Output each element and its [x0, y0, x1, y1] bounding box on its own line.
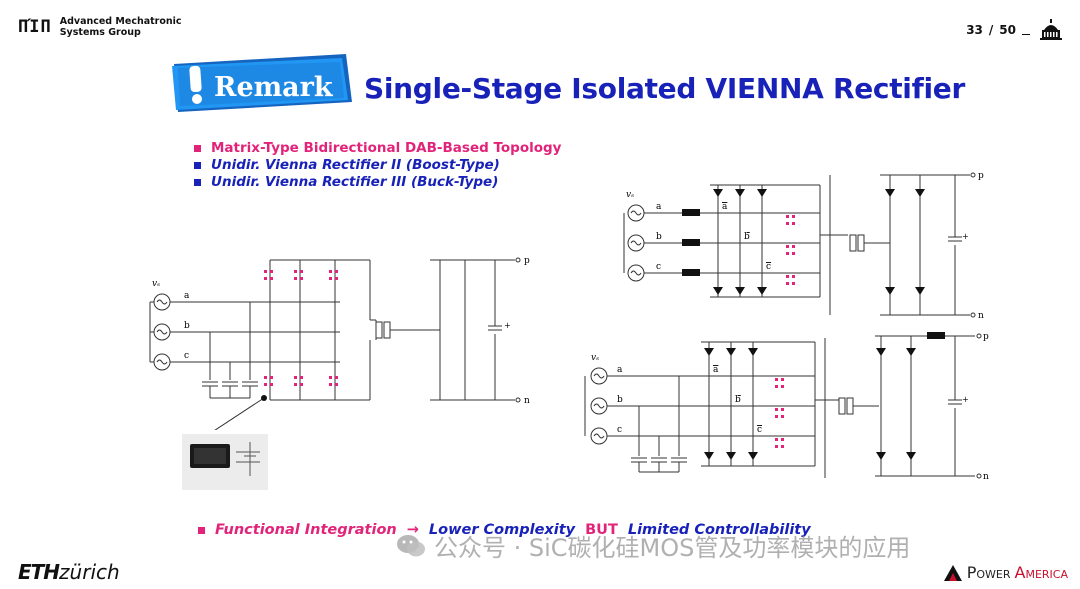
- label-vs-boost: vₛ: [626, 190, 634, 200]
- page-number: 33 / 50: [966, 18, 1066, 42]
- conclusion-integration: Functional Integration: [215, 522, 397, 538]
- poweramerica-icon: [943, 564, 962, 581]
- topology-list: Matrix-Type Bidirectional DAB-Based Topo…: [194, 140, 561, 191]
- ams-logo-mark: ΠΊΠ: [18, 17, 52, 37]
- america-text: America: [1014, 563, 1068, 582]
- group-name: Advanced Mechatronic Systems Group: [60, 16, 182, 38]
- label-phase-c: c: [184, 351, 189, 361]
- bullet-text-boost: Unidir. Vienna Rectifier II (Boost-Type): [211, 157, 500, 173]
- label-c-boost: c: [656, 262, 661, 272]
- bullet-square-icon: [194, 179, 201, 186]
- vienna-boost-schematic: vₛ a b c a b c p n +: [623, 171, 984, 321]
- label-node-n: n: [524, 396, 530, 406]
- conclusion-complexity: Lower Complexity: [428, 522, 576, 538]
- conclusion-controllability: Limited Controllability: [627, 522, 811, 538]
- eth-building-icon: [1040, 19, 1062, 40]
- list-item: Matrix-Type Bidirectional DAB-Based Topo…: [194, 140, 561, 157]
- label-cbar-boost: c: [766, 262, 771, 272]
- label-p-buck: p: [983, 332, 989, 342]
- page-total: 50: [999, 23, 1016, 37]
- conclusion-line: Functional Integration → Lower Complexit…: [198, 522, 811, 538]
- eth-logo-rest: zürich: [59, 560, 120, 584]
- bullet-square-icon: [194, 162, 201, 169]
- label-abar-buck: a: [713, 365, 719, 375]
- page-current: 33: [966, 23, 983, 37]
- ams-logo: ΠΊΠ Advanced Mechatronic Systems Group: [18, 16, 182, 38]
- label-n-boost: n: [978, 311, 984, 321]
- slide-title: Single-Stage Isolated VIENNA Rectifier: [364, 72, 965, 105]
- group-name-line1: Advanced Mechatronic: [59, 16, 182, 27]
- page-dash: [1022, 33, 1030, 35]
- list-item: Unidir. Vienna Rectifier III (Buck-Type): [194, 174, 561, 191]
- module-image: [182, 434, 268, 490]
- label-c-buck: c: [617, 425, 622, 435]
- label-p-boost: p: [978, 171, 984, 181]
- bullet-text-buck: Unidir. Vienna Rectifier III (Buck-Type): [211, 174, 499, 190]
- label-vs: vₛ: [152, 279, 160, 289]
- label-plus-buck: +: [962, 395, 969, 404]
- label-bbar-boost: b: [744, 232, 750, 242]
- label-n-buck: n: [983, 472, 989, 482]
- label-cbar-buck: c: [757, 425, 762, 435]
- conclusion-but: BUT: [585, 522, 618, 538]
- label-phase-b: b: [184, 321, 190, 331]
- watermark: 公众号 · SiC碳化硅MOS管及功率模块的应用: [396, 528, 910, 563]
- matrix-dab-schematic: vₛ a b c p n +: [149, 256, 530, 430]
- eth-logo-bold: ETH: [18, 560, 60, 584]
- list-item: Unidir. Vienna Rectifier II (Boost-Type): [194, 157, 561, 174]
- watermark-text: 公众号 · SiC碳化硅MOS管及功率模块的应用: [434, 534, 911, 562]
- label-vs-buck: vₛ: [591, 353, 599, 363]
- label-phase-a: a: [184, 291, 190, 301]
- label-plus-boost: +: [962, 232, 969, 241]
- label-plus: +: [504, 321, 511, 330]
- page-separator: /: [988, 23, 994, 37]
- bullet-square-icon: [198, 526, 205, 534]
- label-a-boost: a: [656, 202, 662, 212]
- remark-label: Remark: [214, 72, 334, 103]
- label-b-boost: b: [656, 232, 662, 242]
- bullet-text-matrix: Matrix-Type Bidirectional DAB-Based Topo…: [211, 140, 562, 156]
- remark-badge: Remark: [172, 54, 352, 112]
- label-b-buck: b: [617, 395, 623, 405]
- eth-zurich-logo: ETHzürich: [18, 560, 120, 584]
- label-abar-boost: a: [722, 202, 728, 212]
- arrow-right-icon: →: [406, 522, 419, 538]
- vienna-buck-schematic: vₛ a b c a b c p n +: [584, 332, 989, 482]
- label-bbar-buck: b: [735, 395, 741, 405]
- label-node-p: p: [524, 256, 530, 266]
- group-name-line2: Systems Group: [59, 27, 141, 38]
- wechat-icon: [397, 534, 425, 556]
- bullet-square-icon: [194, 145, 201, 152]
- label-a-buck: a: [617, 365, 623, 375]
- power-text: Power: [966, 563, 1011, 582]
